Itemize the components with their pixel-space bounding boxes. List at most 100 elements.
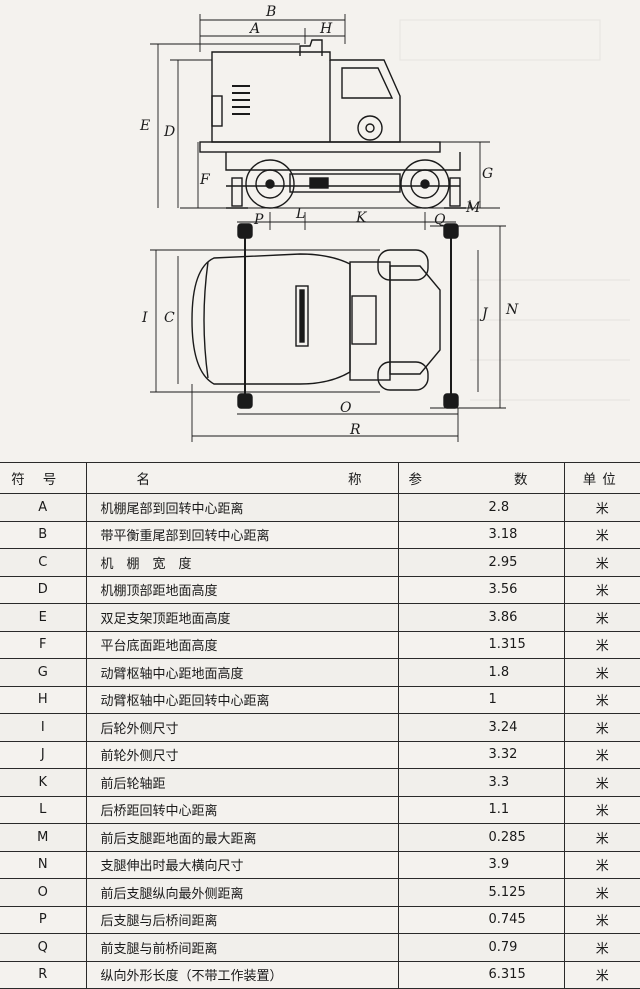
row-symbol: J: [0, 740, 87, 769]
row-symbol: E: [0, 603, 87, 632]
row-unit: 米: [563, 493, 640, 522]
dim-label-l: L: [295, 206, 305, 222]
row-unit: 米: [563, 603, 640, 632]
row-symbol: C: [0, 548, 87, 577]
row-symbol: L: [0, 795, 87, 824]
row-unit: 米: [563, 850, 640, 879]
row-unit: 米: [563, 878, 640, 907]
dim-label-b: B: [265, 4, 276, 20]
header-value-left: 参: [408, 472, 428, 488]
dim-label-m: M: [465, 200, 481, 216]
row-symbol: F: [0, 630, 87, 659]
row-unit: 米: [563, 548, 640, 577]
front-wheel-top-lower: [377, 361, 429, 391]
row-name: 动臂枢轴中心距地面高度: [85, 658, 399, 687]
row-value: 3.18: [397, 520, 565, 549]
row-name: 机棚顶部距地面高度: [85, 575, 399, 604]
row-symbol: M: [0, 823, 87, 852]
row-name: 前轮外侧尺寸: [85, 740, 399, 769]
dim-label-j: J: [479, 306, 489, 322]
row-unit: 米: [563, 960, 640, 989]
row-value: 0.745: [397, 905, 565, 934]
row-symbol: A: [0, 493, 87, 522]
row-unit: 米: [563, 520, 640, 549]
dim-label-p: P: [253, 212, 264, 228]
row-value: 1.8: [397, 658, 565, 687]
row-symbol: B: [0, 520, 87, 549]
row-name: 前后支腿距地面的最大距离: [85, 823, 399, 852]
row-name: 前后轮轴距: [85, 768, 399, 797]
spec-table-header: 符号 名 称 参 数 单位: [0, 462, 640, 494]
row-unit: 米: [563, 823, 640, 852]
header-name-right: 称: [348, 472, 368, 488]
row-name: 动臂枢轴中心距回转中心距离: [85, 685, 399, 714]
row-symbol: G: [0, 658, 87, 687]
row-name: 纵向外形长度（不带工作装置）: [85, 960, 399, 989]
row-value: 0.285: [397, 823, 565, 852]
row-name: 后支腿与后桥间距离: [85, 905, 399, 934]
row-value: 2.95: [397, 548, 565, 577]
dim-label-c: C: [164, 310, 175, 326]
row-value: 1: [397, 685, 565, 714]
row-value: 3.9: [397, 850, 565, 879]
row-name: 后桥距回转中心距离: [85, 795, 399, 824]
row-value: 3.24: [397, 713, 565, 742]
row-name: 后轮外侧尺寸: [85, 713, 399, 742]
row-name: 机 棚 宽 度: [85, 548, 399, 577]
machine-dimension-drawing: B A H E D F G M P L K Q I C J N O R: [0, 0, 640, 462]
header-name-left: 名: [136, 472, 156, 488]
header-value: 参 数: [397, 462, 565, 494]
row-value: 3.56: [397, 575, 565, 604]
row-unit: 米: [563, 685, 640, 714]
dim-label-r: R: [349, 422, 361, 438]
row-name: 机棚尾部到回转中心距离: [85, 493, 399, 522]
dim-label-f: F: [199, 172, 211, 188]
row-name: 支腿伸出时最大横向尺寸: [85, 850, 399, 879]
row-symbol: H: [0, 685, 87, 714]
row-value: 0.79: [397, 933, 565, 962]
row-symbol: R: [0, 960, 87, 989]
cab-body: [211, 51, 401, 143]
row-name: 带平衡重尾部到回转中心距离: [85, 520, 399, 549]
row-symbol: K: [0, 768, 87, 797]
dim-label-h: H: [319, 21, 333, 37]
row-unit: 米: [563, 740, 640, 769]
row-symbol: N: [0, 850, 87, 879]
dim-label-e: E: [139, 118, 150, 134]
header-value-right: 数: [514, 472, 534, 488]
row-symbol: P: [0, 905, 87, 934]
row-unit: 米: [563, 795, 640, 824]
dim-label-g: G: [482, 166, 493, 182]
header-symbol: 符号: [0, 462, 87, 494]
dim-label-q: Q: [434, 212, 446, 228]
dim-label-d: D: [163, 124, 175, 140]
header-name: 名 称: [85, 462, 399, 494]
row-unit: 米: [563, 905, 640, 934]
platform: [199, 141, 441, 153]
technical-drawing-svg: B A H E D F G M P L K Q I C J N O R: [139, 4, 630, 442]
front-wheel-top-upper: [377, 249, 429, 281]
cab-top: [349, 261, 391, 381]
row-value: 1.315: [397, 630, 565, 659]
row-name: 前后支腿纵向最外侧距离: [85, 878, 399, 907]
rear-wheel-side: [245, 159, 295, 209]
row-symbol: Q: [0, 933, 87, 962]
row-value: 5.125: [397, 878, 565, 907]
row-value: 3.32: [397, 740, 565, 769]
row-unit: 米: [563, 768, 640, 797]
